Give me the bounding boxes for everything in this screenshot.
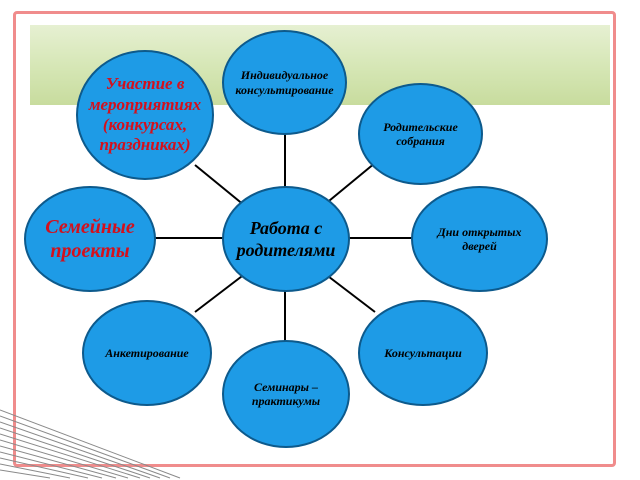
node-family-projects: Семейные проекты [24, 186, 156, 292]
node-individual-consulting: Индивидуальное консультирование [222, 30, 347, 135]
node-consultations-label: Консультации [384, 345, 462, 360]
node-parent-meetings-label: Родительские собрания [383, 119, 458, 148]
corner-decoration [0, 409, 181, 479]
node-survey: Анкетирование [82, 300, 212, 406]
node-open-days: Дни открытых дверей [411, 186, 548, 292]
node-survey-label: Анкетирование [105, 345, 189, 360]
center-node: Работа с родителями [222, 186, 350, 292]
node-consultations: Консультации [358, 300, 488, 406]
center-node-label: Работа с родителями [236, 217, 336, 261]
node-individual-consulting-label: Индивидуальное консультирование [235, 68, 334, 97]
node-seminars: Семинары – практикумы [222, 340, 350, 448]
node-seminars-label: Семинары – практикумы [251, 379, 321, 408]
node-open-days-label: Дни открытых дверей [437, 224, 522, 253]
node-parent-meetings: Родительские собрания [358, 83, 483, 185]
node-family-projects-label: Семейные проекты [45, 216, 135, 262]
node-events-participation: Участие в мероприятиях (конкурсах, празд… [76, 50, 214, 180]
node-events-participation-label: Участие в мероприятиях (конкурсах, празд… [88, 74, 202, 155]
